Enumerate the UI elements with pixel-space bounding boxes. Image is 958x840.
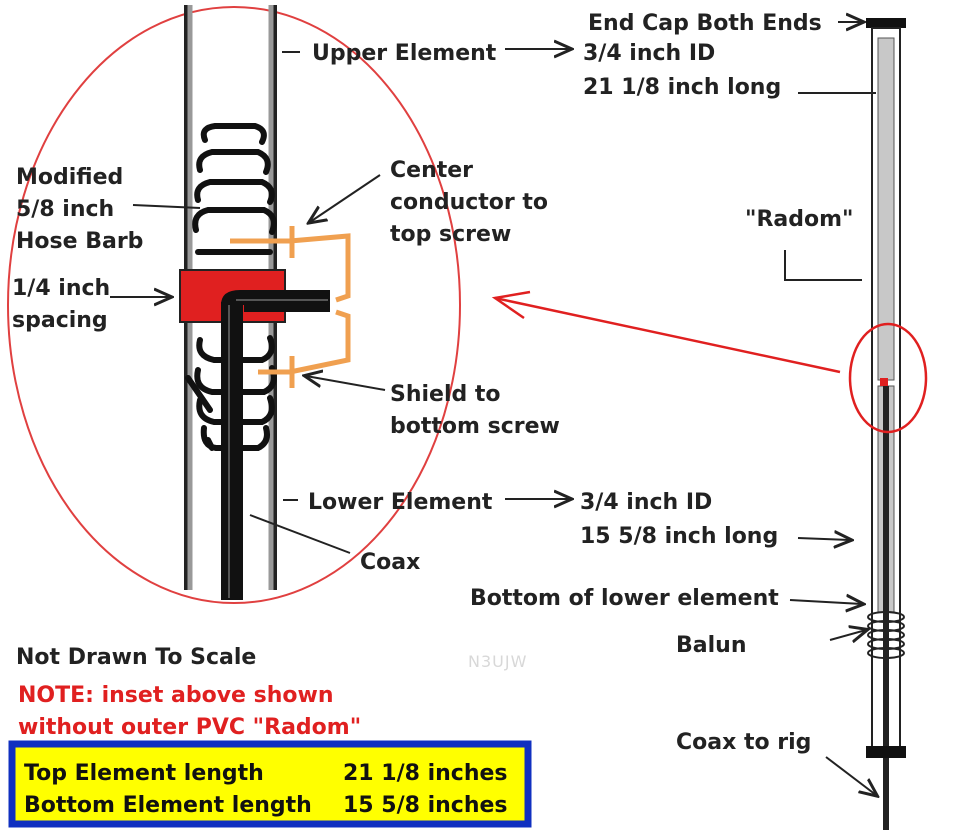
hose-barb-ribs-upper [192,123,277,255]
table-row-1-value: 21 1/8 inches [343,761,508,786]
label-shield-2: bottom screw [390,414,560,439]
label-modified-3: Hose Barb [16,229,143,254]
label-balun: Balun [676,633,746,658]
orange-conductors [230,226,351,388]
label-lower-id: 3/4 inch ID [580,490,712,515]
label-upper-element: Upper Element [312,41,497,66]
label-radom: "Radom" [745,207,854,232]
note-line-1: NOTE: inset above shown [18,683,334,708]
label-center-1: Center [390,158,473,183]
note-line-2: without outer PVC "Radom" [18,715,361,740]
label-lower-element: Lower Element [308,490,493,515]
zoom-pointer-arrow [491,290,841,374]
label-coax: Coax [360,550,420,575]
label-center-2: conductor to [390,190,548,215]
label-bottom-lower: Bottom of lower element [470,586,779,611]
watermark: N3UJW [468,652,527,671]
label-spacing-2: spacing [12,308,108,333]
zoom-circle [848,322,928,434]
table-row-2-label: Bottom Element length [24,793,312,818]
end-cap-bottom [866,746,906,758]
upper-element-rod [877,37,895,381]
inset-coax [221,290,330,600]
label-modified-2: 5/8 inch [16,197,114,222]
right-leaders [784,22,876,795]
label-upper-id: 3/4 inch ID [583,41,715,66]
label-center-3: top screw [390,222,511,247]
label-not-to-scale: Not Drawn To Scale [16,645,256,670]
inset-leaders [110,49,570,554]
label-end-cap: End Cap Both Ends [588,11,822,36]
table-row-2-value: 15 5/8 inches [343,793,508,818]
coax-line [883,386,889,830]
label-upper-length: 21 1/8 inch long [583,75,781,100]
summary-table: Top Element length 21 1/8 inches Bottom … [8,740,532,828]
label-modified-1: Modified [16,165,123,190]
label-lower-length: 15 5/8 inch long [580,524,778,549]
inset-ellipse [7,6,461,604]
label-coax-rig: Coax to rig [676,730,811,755]
label-spacing-1: 1/4 inch [12,276,110,301]
table-row-1-label: Top Element length [24,761,264,786]
label-shield-1: Shield to [390,382,501,407]
end-cap-top [866,18,906,28]
full-antenna [848,18,928,830]
